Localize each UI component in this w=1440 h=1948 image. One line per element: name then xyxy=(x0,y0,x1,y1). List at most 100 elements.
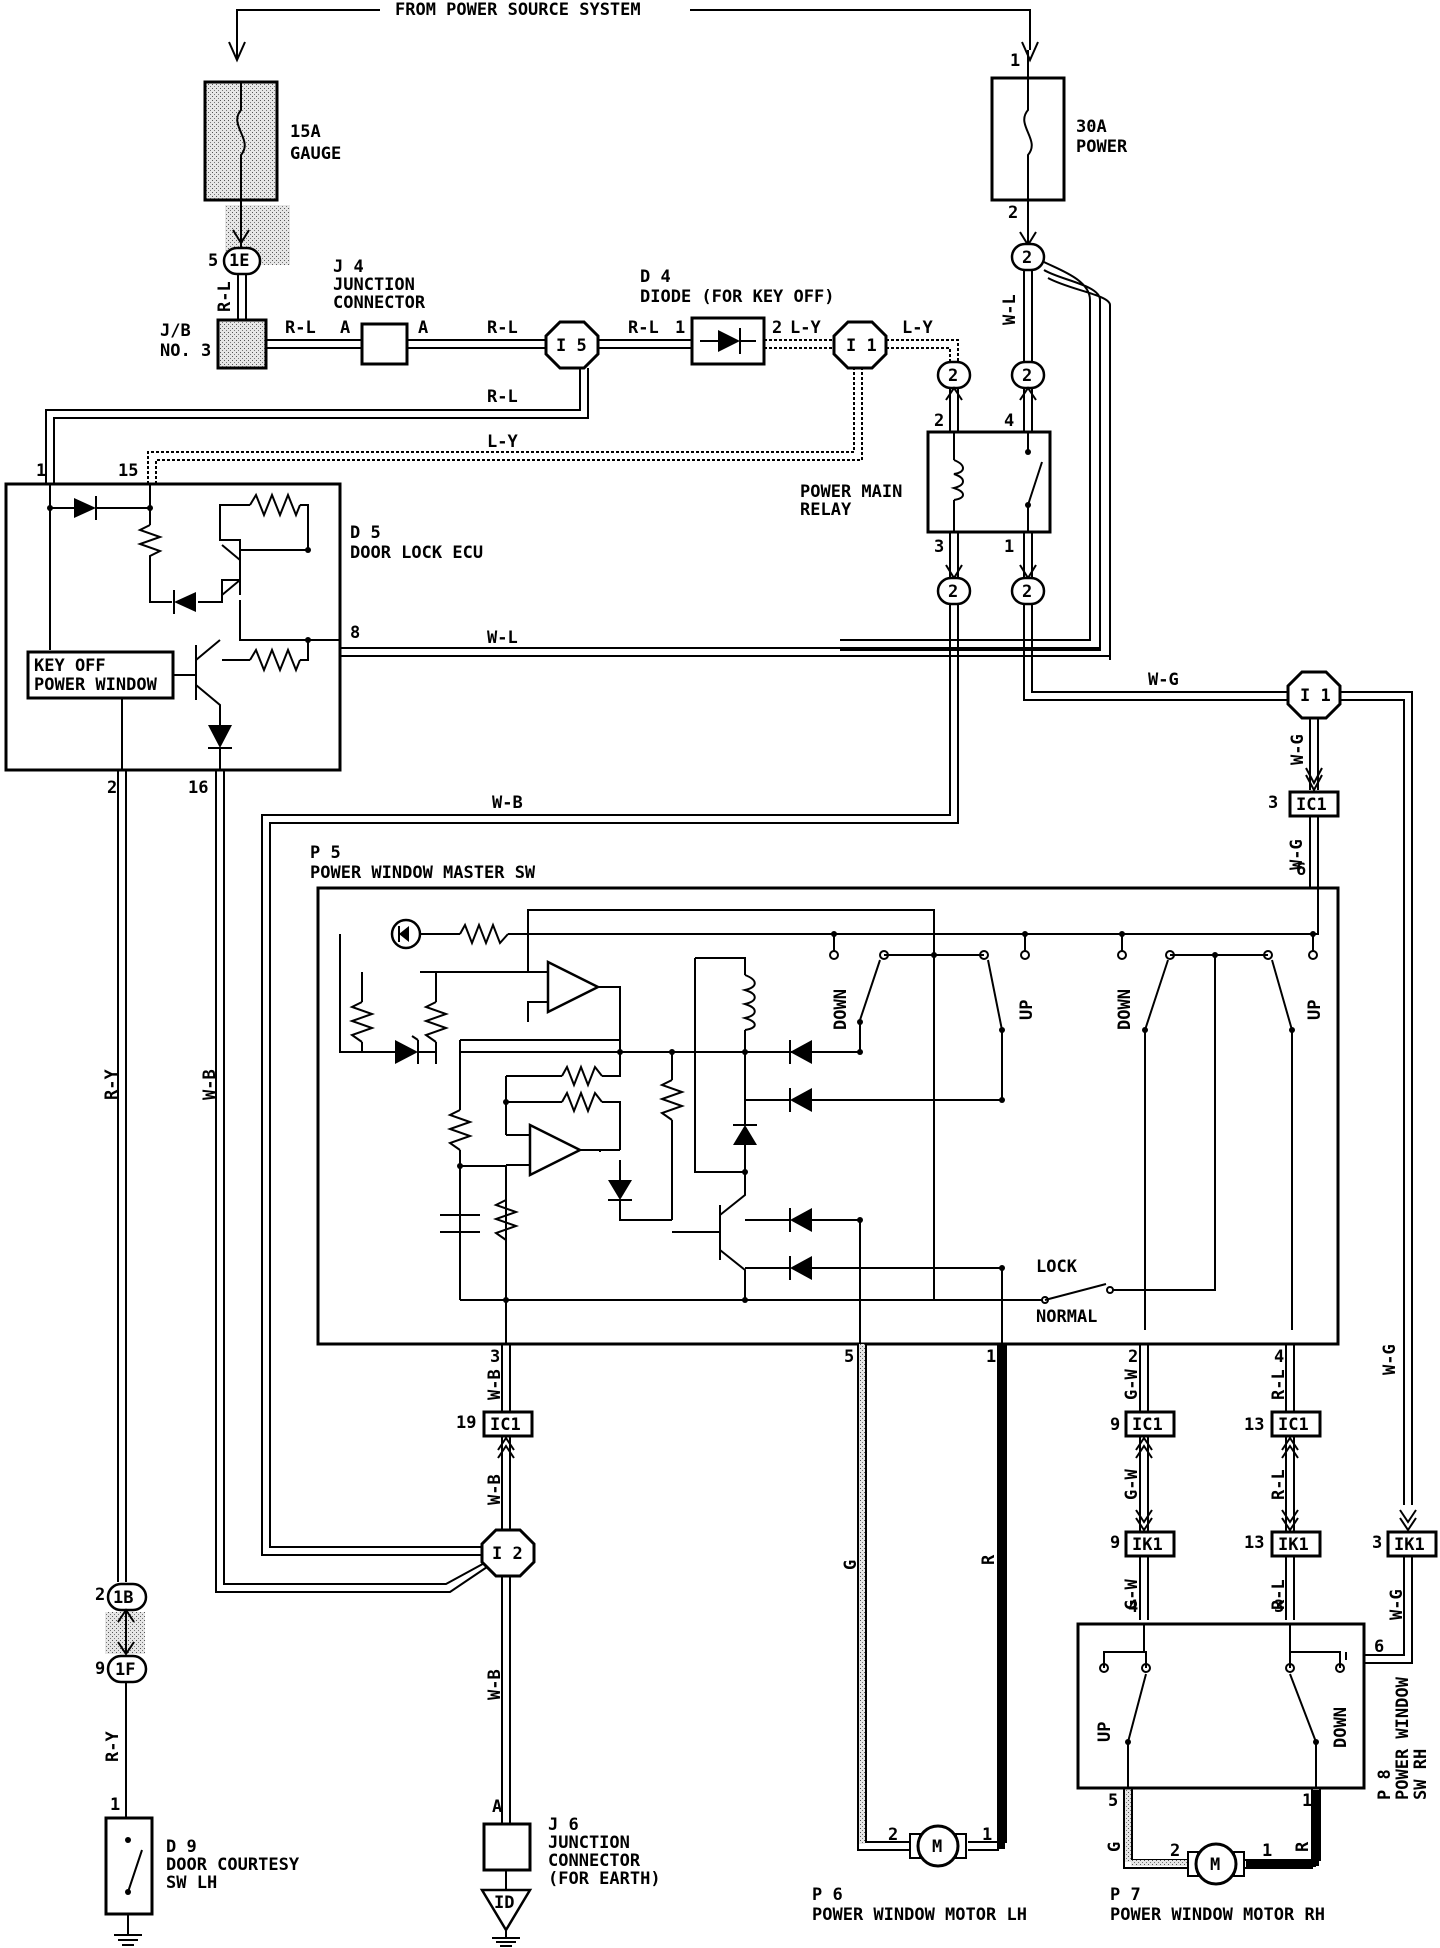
fuse-power-name: POWER xyxy=(1076,137,1128,157)
junction-i1-top: I 1 xyxy=(832,320,888,370)
p7-pin-1: 1 xyxy=(1262,1841,1272,1861)
jb-connector-1e: 5 1E R-L xyxy=(208,246,262,322)
jb-label-line1: J/B xyxy=(160,321,191,341)
wire-wb-label-pin3: W-B xyxy=(485,1369,505,1400)
wire-r-label-rh: R xyxy=(1293,1841,1313,1852)
wire-wg-label-i1: W-G xyxy=(1288,734,1308,765)
motor-rh-p7: 2 1 M P 7 POWER WINDOW MOTOR RH xyxy=(1110,1841,1325,1925)
ik1-label-13: IK1 xyxy=(1278,1535,1309,1555)
connector-1e-label: 1E xyxy=(229,251,249,271)
d4-name: DIODE (FOR KEY OFF) xyxy=(640,287,834,307)
fuse-gauge-name: GAUGE xyxy=(290,144,341,164)
door-courtesy-switch-d9: 1 D 9 DOOR COURTESY SW LH xyxy=(104,1795,300,1946)
ic1-label-19: IC1 xyxy=(490,1415,521,1435)
p8-pin-4: 4 xyxy=(1128,1597,1138,1617)
j6-line3: (FOR EARTH) xyxy=(548,1869,661,1889)
wire-wg-label-ik1: W-G xyxy=(1387,1589,1407,1620)
power-main-relay: POWER MAIN RELAY 3 1 xyxy=(800,430,1052,557)
ic1-pin-19: 19 xyxy=(456,1413,476,1433)
wire-ly-to-i1: 2 L-Y xyxy=(764,318,835,349)
wire-rl-label-rh2: R-L xyxy=(1269,1469,1289,1500)
pin-5: 5 xyxy=(208,251,218,271)
relay-connectors-top: 2 2 2 4 xyxy=(934,360,1046,432)
ic1-pin-13: 13 xyxy=(1244,1415,1264,1435)
switch-rh-down: DOWN xyxy=(1115,989,1135,1030)
junction-i5: I 5 xyxy=(544,320,600,370)
wire-gw-label-2: G-W xyxy=(1122,1469,1142,1500)
switch-lh-down: DOWN xyxy=(831,989,851,1030)
ecu-pin-1: 1 xyxy=(36,461,46,481)
junction-i2-label: I 2 xyxy=(492,1544,523,1564)
junction-block-no3: J/B NO. 3 xyxy=(160,318,268,370)
wire-rl-top: R-L A A R-L J 4 JUNCTION CONNECTOR xyxy=(266,257,548,366)
j6-line1: JUNCTION xyxy=(548,1833,630,1853)
relay-name-line2: RELAY xyxy=(800,500,852,520)
p7-m: M xyxy=(1210,1855,1220,1875)
power-source-line: FROM POWER SOURCE SYSTEM xyxy=(228,0,1039,63)
fuse-power: 1 30A POWER 2 xyxy=(990,50,1128,247)
ic1-label-13: IC1 xyxy=(1278,1415,1309,1435)
wire-ry-label-2: R-Y xyxy=(103,1731,123,1762)
wire-rl-to-d4: R-L 1 xyxy=(598,318,692,349)
fuse-power-pin-in: 1 xyxy=(1010,51,1020,71)
ground-id-label: ID xyxy=(494,1893,514,1913)
ik1-pin-13: 13 xyxy=(1244,1533,1264,1553)
master-pin-2: 2 xyxy=(1128,1347,1138,1367)
relay-conn-top-left: 2 xyxy=(948,366,958,386)
j4-pin-a-right: A xyxy=(418,318,428,338)
power-window-master-switch: P 5 POWER WINDOW MASTER SW xyxy=(310,843,1340,1346)
ik1-pin-3: 3 xyxy=(1372,1533,1382,1553)
wire-ry: R-Y 2 1B 9 1F R-Y xyxy=(95,770,148,1818)
j4-pin-a-left: A xyxy=(340,318,350,338)
j6-line2: CONNECTOR xyxy=(548,1851,641,1871)
wire-rl-label-3: R-L xyxy=(628,318,659,338)
switch-rh-up: UP xyxy=(1305,1000,1325,1020)
wire-wb-ecu: W-B xyxy=(200,770,491,1593)
fuse-gauge: 15A GAUGE xyxy=(203,80,341,265)
master-pin-1: 1 xyxy=(986,1347,996,1367)
wire-wg-label-horiz: W-G xyxy=(1148,670,1179,690)
junction-i1b-label: I 1 xyxy=(1300,686,1331,706)
p8-code: P 8 xyxy=(1375,1769,1395,1800)
normal-label: NORMAL xyxy=(1036,1307,1097,1327)
wire-ly-to-relay: L-Y xyxy=(886,318,959,362)
master-pin-3: 3 xyxy=(490,1347,500,1367)
source-label: FROM POWER SOURCE SYSTEM xyxy=(395,0,641,20)
ecu-pin-8: 8 xyxy=(350,623,360,643)
jb-label-line2: NO. 3 xyxy=(160,341,211,361)
wire-rl-label-1: R-L xyxy=(285,318,316,338)
junction-i1-right: I 1 W-G W-G xyxy=(1286,670,1413,1505)
p8-pin-1: 1 xyxy=(1302,1791,1312,1811)
wire-wb-label-ecu: W-B xyxy=(200,1069,220,1100)
ecu-pin-2: 2 xyxy=(107,778,117,798)
master-name: POWER WINDOW MASTER SW xyxy=(310,863,536,883)
wire-rl-label-2: R-L xyxy=(487,318,518,338)
relay-conn-bottom-right: 2 xyxy=(1022,582,1032,602)
j4-code: J 4 xyxy=(333,257,364,277)
master-pin-6: 6 xyxy=(1296,860,1306,880)
wire-wb-label-j6: W-B xyxy=(485,1669,505,1700)
door-lock-ecu: R-L L-Y 1 15 D 5 DOOR LOCK ECU KEY OFF P… xyxy=(4,368,863,798)
diode-d4: D 4 DIODE (FOR KEY OFF) xyxy=(640,267,834,366)
master-pin-4: 4 xyxy=(1274,1347,1284,1367)
ecu-name: DOOR LOCK ECU xyxy=(350,543,483,563)
wire-ly-label-1: L-Y xyxy=(790,318,821,338)
p7-code: P 7 xyxy=(1110,1885,1141,1905)
connector-1f-label: 1F xyxy=(115,1660,135,1680)
j6-code: J 6 xyxy=(548,1815,579,1835)
wire-r-label-lh: R xyxy=(979,1554,999,1565)
p6-name: POWER WINDOW MOTOR LH xyxy=(812,1905,1027,1925)
ic1-label-9: IC1 xyxy=(1132,1415,1163,1435)
relay-pin-3: 3 xyxy=(934,537,944,557)
wire-ly-label-2: L-Y xyxy=(902,318,933,338)
p6-code: P 6 xyxy=(812,1885,843,1905)
wire-wg-label-ic1: W-G xyxy=(1287,839,1307,870)
wire-wg-relay: W-G xyxy=(1023,604,1290,701)
master-code: P 5 xyxy=(310,843,341,863)
wire-gw-label-3: G-W xyxy=(1122,1579,1142,1610)
wire-ry-label-1: R-Y xyxy=(102,1069,122,1100)
j6-pin-a: A xyxy=(492,1797,502,1817)
rh-wiring: G-W 9 IC1 G-W 9 IK1 G-W 4 R-L 13 IC1 R-L… xyxy=(1110,1344,1438,1664)
relay-name-line1: POWER MAIN xyxy=(800,482,902,502)
connector-2-fuse: 2 W-L xyxy=(840,242,1111,660)
